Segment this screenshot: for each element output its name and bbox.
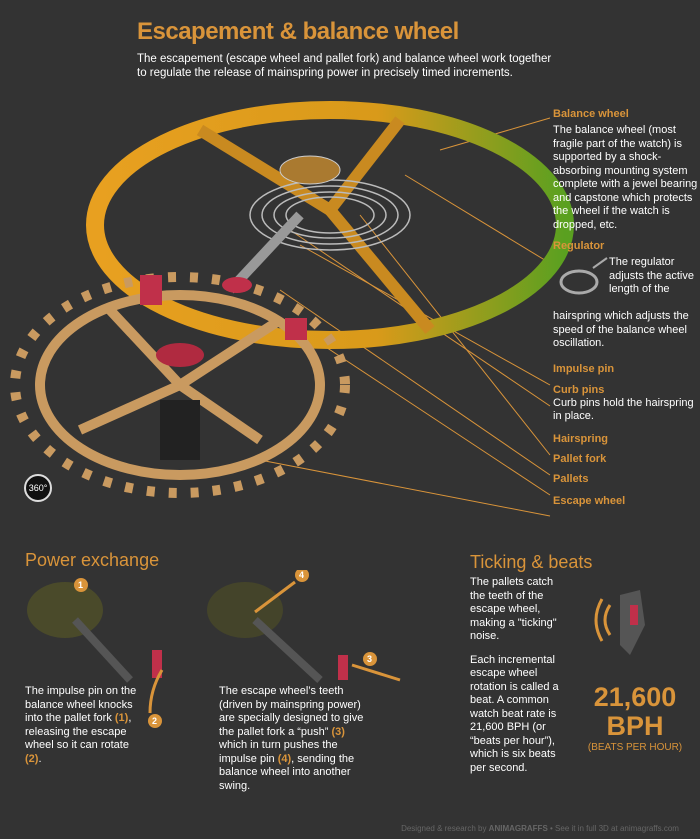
text: • See it in full 3D at animagraffs.com [547,824,679,833]
text: which in turn pushes the impulse pin [219,739,338,765]
ticking-sound-icon [594,590,645,655]
page-title: Escapement & balance wheel [137,18,459,45]
text: Designed & research by [401,824,489,833]
label-curb-pins: Curb pins Curb pins hold the hairspring … [553,384,698,424]
marker-4: 4 [299,570,305,580]
step-1-text: The impulse pin on the balance wheel kno… [25,685,145,766]
balance-spokes [196,116,435,334]
escapement-illustration [10,101,574,517]
text: , releasing the escape wheel so it can r… [25,712,132,751]
step-2-text: The escape wheel’s teeth (driven by main… [219,685,369,793]
label-text: The regulator adjusts the active length … [609,256,694,295]
label-hairspring: Hairspring [553,432,609,445]
label-pallets: Pallets [553,472,589,485]
marker-1: 1 [78,580,84,590]
ticking-p2: Each incremental escape wheel rotation i… [470,653,559,774]
ref-4: (4) [277,752,292,765]
escape-pinion [160,400,200,460]
label-text: hairspring which adjusts the speed of th… [553,310,689,349]
label-title: Regulator [553,240,605,252]
intro-text: The escapement (escape wheel and pallet … [137,53,552,79]
ticking-title: Ticking & beats [470,552,593,572]
ref-2: (2) [25,752,39,765]
footer-credit: Designed & research by ANIMAGRAFFS • See… [380,824,700,834]
power-exchange-illustration [27,570,401,728]
jewel-bearing [279,155,341,185]
text: The escape wheel’s teeth (driven by main… [219,685,364,738]
beat-rate-value: 21,600 [593,682,677,712]
beat-rate-unit: BPH [606,711,664,741]
pallet-left [140,275,162,305]
ref-3: (3) [331,725,345,738]
power-exchange-title: Power exchange [25,550,160,570]
label-impulse-pin: Impulse pin [553,362,615,375]
marker-3: 3 [367,654,373,664]
view-360-button[interactable]: 360° [24,474,52,502]
label-pallet-fork: Pallet fork [553,452,607,465]
label-text: Curb pins hold the hairspring in place. [553,396,694,423]
ticking-p1: The pallets catch the teeth of the escap… [470,576,557,642]
fork-pivot [222,277,252,293]
escape-arbor [156,343,204,367]
pallet-right [285,318,307,340]
ticking-text: The pallets catch the teeth of the escap… [470,576,562,775]
regulator-icon [559,257,608,295]
label-regulator: Regulator The regulator adjusts the acti… [553,240,698,351]
text: . [38,752,42,765]
text: , sending the balance wheel into another… [219,752,355,792]
marker-2: 2 [152,716,158,726]
label-escape-wheel: Escape wheel [553,494,626,507]
label-balance-wheel: Balance wheel The balance wheel (most fr… [553,108,698,232]
escape-wheel [35,290,325,480]
label-title: Curb pins [553,383,605,396]
beat-rate-caption: (BEATS PER HOUR) [587,742,683,753]
label-title: Balance wheel [553,108,629,120]
ref-1: (1) [114,712,129,724]
escape-wheel-teeth [10,272,350,498]
balance-wheel [86,101,574,349]
text: The impulse pin on the balance wheel kno… [25,685,137,724]
label-text: The balance wheel (most fragile part of … [553,124,698,231]
label-column: Balance wheel The balance wheel (most fr… [553,108,698,508]
brand: ANIMAGRAFFS [488,824,548,833]
